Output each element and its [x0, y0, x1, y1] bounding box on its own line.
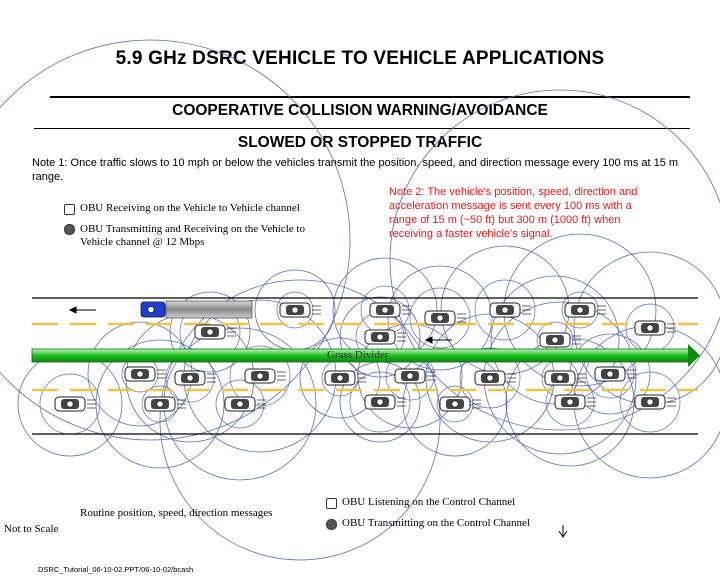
routine-messages-label: Routine position, speed, direction messa… — [80, 507, 273, 519]
vehicle — [474, 370, 516, 386]
vehicle — [394, 368, 436, 384]
vehicle — [424, 310, 466, 326]
vehicle — [564, 302, 606, 318]
range-circle-large — [0, 39, 351, 441]
range-circle — [229, 345, 291, 407]
vehicle — [544, 370, 586, 386]
legend-obu-listening: OBU Listening on the Control Channel — [342, 496, 516, 508]
vehicle — [279, 302, 321, 318]
range-circle — [349, 371, 411, 433]
vehicles — [54, 300, 676, 412]
obu-transmitting-marker — [64, 224, 75, 235]
note-2: Note 2: The vehicle's position, speed, d… — [389, 186, 638, 240]
not-to-scale-label: Not to Scale — [4, 523, 59, 535]
range-circle — [299, 337, 381, 419]
vehicle — [439, 396, 481, 412]
grass-divider-label: Grass Divider — [327, 349, 389, 361]
note-1: Note 1: Once traffic slows to 10 mph or … — [32, 157, 679, 183]
title-rule — [50, 96, 690, 98]
direction-arrows — [68, 306, 452, 344]
range-circle — [409, 287, 471, 349]
direction-indicator — [558, 525, 568, 538]
vehicle — [124, 366, 166, 382]
obu-listening-marker — [326, 498, 337, 509]
vehicle — [244, 368, 286, 384]
fast-vehicle — [140, 300, 253, 319]
vehicle — [324, 370, 366, 386]
vehicle — [594, 366, 636, 382]
range-circle-large — [159, 279, 441, 561]
vehicle — [554, 394, 596, 410]
obu-control-tx-marker — [326, 519, 337, 530]
section-heading: SLOWED OR STOPPED TRAFFIC — [237, 134, 483, 151]
vehicle — [489, 302, 531, 318]
vehicle — [634, 394, 676, 410]
range-circle — [619, 371, 681, 433]
legend-obu-transmitting: OBU Transmitting and Receiving on the Ve… — [80, 223, 305, 248]
vehicle — [224, 396, 266, 412]
footer-reference: DSRC_Tutorial_06-10-02.PPT/06-10-02/bcas… — [38, 565, 194, 574]
range-circle — [474, 279, 536, 341]
vehicle — [144, 396, 186, 412]
range-circle — [387, 265, 493, 371]
slide-title: 5.9 GHz DSRC VEHICLE TO VEHICLE APPLICAT… — [115, 48, 605, 69]
vehicle — [364, 394, 406, 410]
range-circle-large — [389, 89, 720, 431]
legend-obu-control-tx: OBU Transmitting on the Control Channel — [342, 517, 530, 529]
slide-subtitle: COOPERATIVE COLLISION WARNING/AVOIDANCE — [172, 102, 548, 119]
vehicle — [174, 370, 216, 386]
subtitle-rule — [34, 128, 690, 129]
vehicle — [194, 324, 236, 340]
legend-obu-receiving: OBU Receiving on the Vehicle to Vehicle … — [80, 202, 300, 214]
vehicle — [369, 302, 411, 318]
vehicle — [539, 332, 581, 348]
obu-receiving-marker — [64, 204, 75, 215]
range-circle — [169, 291, 251, 373]
radio-range-circles — [0, 39, 720, 561]
vehicle — [364, 329, 406, 345]
grass-divider-arrow — [688, 344, 700, 367]
vehicle — [634, 320, 676, 336]
vehicle — [54, 396, 96, 412]
